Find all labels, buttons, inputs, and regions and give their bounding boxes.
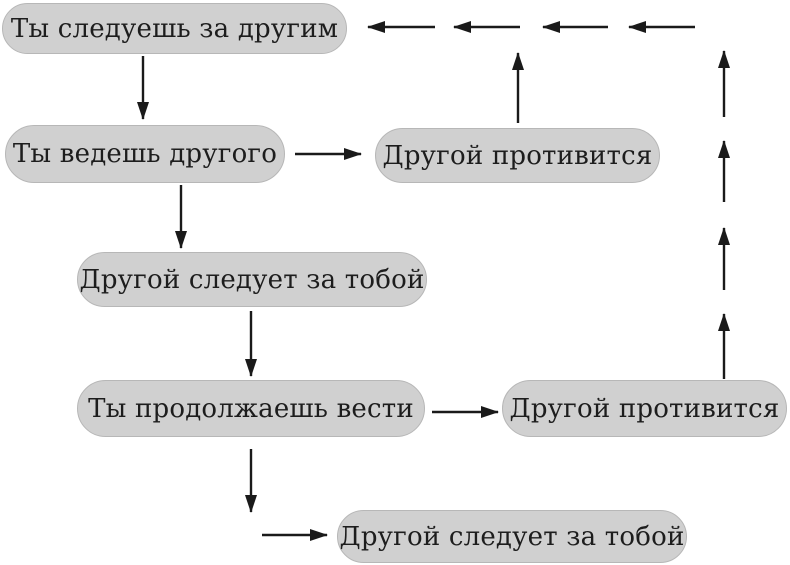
node-you-lead-other: Ты ведешь другого <box>5 125 285 183</box>
node-you-continue-leading: Ты продолжаешь вести <box>77 380 425 437</box>
node-you-follow-other: Ты следуешь за другим <box>2 3 347 54</box>
node-label: Ты ведешь другого <box>12 139 278 169</box>
node-label: Другой следует за тобой <box>339 521 685 552</box>
node-other-resists-bottom: Другой противится <box>502 380 787 437</box>
node-label: Другой противится <box>509 393 780 424</box>
node-label: Ты продолжаешь вести <box>88 393 414 424</box>
node-label: Другой следует за тобой <box>79 264 425 295</box>
node-other-follows-bottom: Другой следует за тобой <box>337 510 687 563</box>
node-label: Другой противится <box>382 140 653 171</box>
node-other-resists-top: Другой противится <box>375 128 660 183</box>
node-other-follows-you: Другой следует за тобой <box>77 252 427 307</box>
node-label: Ты следуешь за другим <box>10 13 339 44</box>
